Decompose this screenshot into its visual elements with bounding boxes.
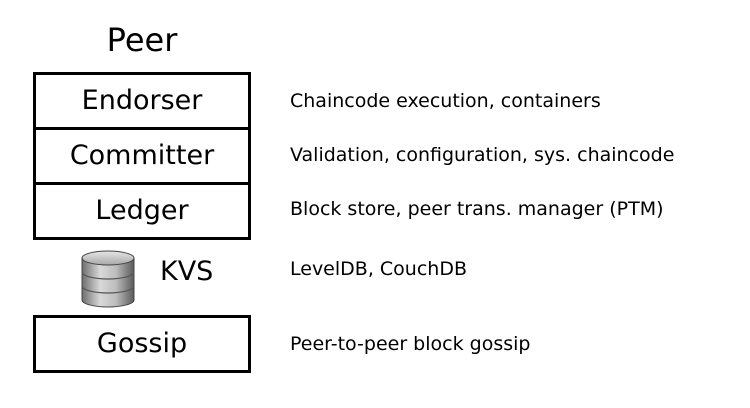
gossip-description: Peer-to-peer block gossip xyxy=(290,333,531,355)
database-icon xyxy=(81,250,135,308)
peer-stack: Endorser Committer Ledger xyxy=(33,72,251,240)
ledger-description: Block store, peer trans. manager (PTM) xyxy=(290,198,664,220)
layer-endorser: Endorser xyxy=(36,75,248,130)
endorser-description: Chaincode execution, containers xyxy=(290,90,601,112)
committer-description: Validation, configuration, sys. chaincod… xyxy=(290,144,675,166)
kvs-description: LevelDB, CouchDB xyxy=(290,258,467,280)
layer-ledger: Ledger xyxy=(95,195,189,226)
kvs-label: KVS xyxy=(160,256,214,287)
layer-gossip: Gossip xyxy=(33,315,251,373)
layer-committer: Committer xyxy=(36,130,248,185)
diagram-title: Peer xyxy=(106,21,178,59)
